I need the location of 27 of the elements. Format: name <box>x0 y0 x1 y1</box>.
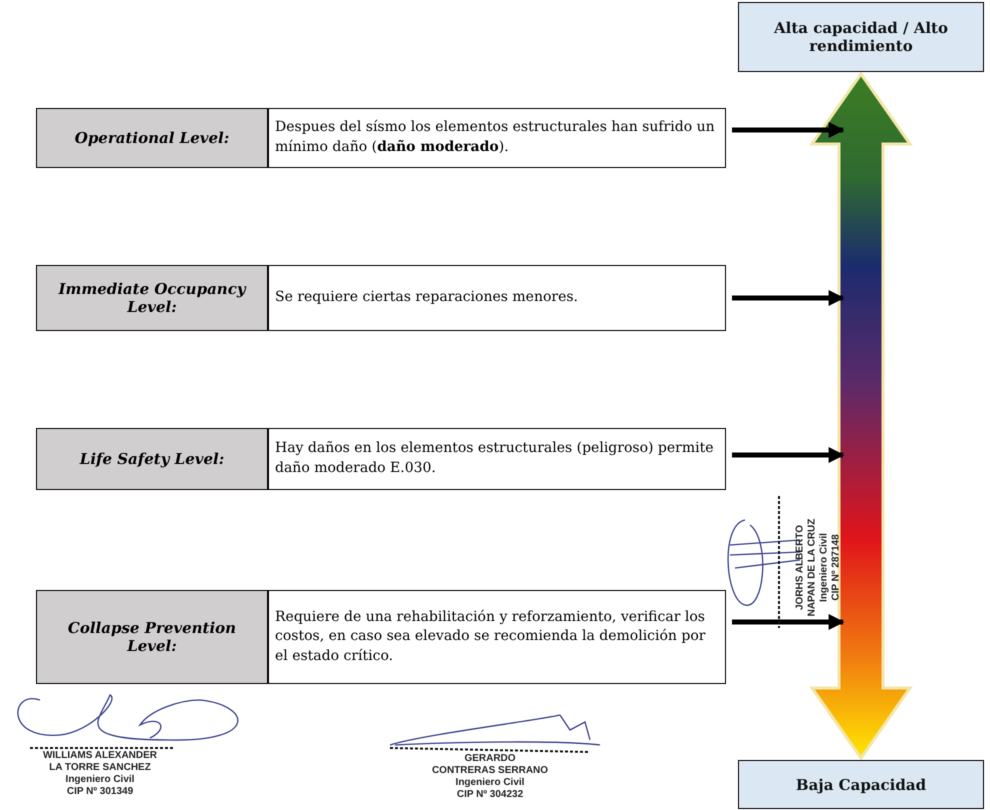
heading-box: Baja Capacidad <box>738 760 984 809</box>
stamp-text: LA TORRE SANCHEZ <box>48 762 152 773</box>
description-box: Hay daños en los elementos estructurales (peligroso) permite daño moderado E.030. <box>268 428 726 490</box>
level-label: Collapse Prevention Level: <box>36 590 268 684</box>
level-label: Immediate Occupancy Level: <box>36 265 268 331</box>
arrow <box>732 447 845 463</box>
stamp-text: GERARDO <box>463 753 517 764</box>
stamp-text: CIP Nº 301349 <box>66 786 134 797</box>
stamp-text: CIP Nº 304232 <box>456 789 524 800</box>
description-box: Despues del sísmo los elementos estructurales han sufrido un mínimo daño (daño moderado). <box>268 108 726 168</box>
gradient-arrow <box>809 71 913 761</box>
heading-box: Alta capacidad / Alto rendimiento <box>738 2 984 72</box>
stamp-text: CIP Nº 287148 <box>830 533 842 603</box>
arrow <box>732 122 845 138</box>
stamp-text: JORHS ALBERTO <box>794 524 806 612</box>
stamp-text: Ingeniero Civil <box>64 774 136 785</box>
level-label: Life Safety Level: <box>36 428 268 490</box>
arrow <box>732 290 845 306</box>
stamp-text: NAPAN DE LA CRUZ <box>806 518 818 618</box>
stamp-text: Ingeniero Civil <box>818 532 830 604</box>
description-box: Requiere de una rehabilitación y reforzamiento, verificar los costos, en caso sea elevado se recomienda la demolición por el estado crítico. <box>268 590 726 684</box>
stamp-text: Ingeniero Civil <box>454 777 526 788</box>
stamp-text: CONTRERAS SERRANO <box>430 765 550 776</box>
level-label: Operational Level: <box>36 108 268 168</box>
arrow <box>732 614 845 630</box>
description-box: Se requiere ciertas reparaciones menores. <box>268 265 726 331</box>
stamp-text: WILLIAMS ALEXANDER <box>42 750 158 761</box>
